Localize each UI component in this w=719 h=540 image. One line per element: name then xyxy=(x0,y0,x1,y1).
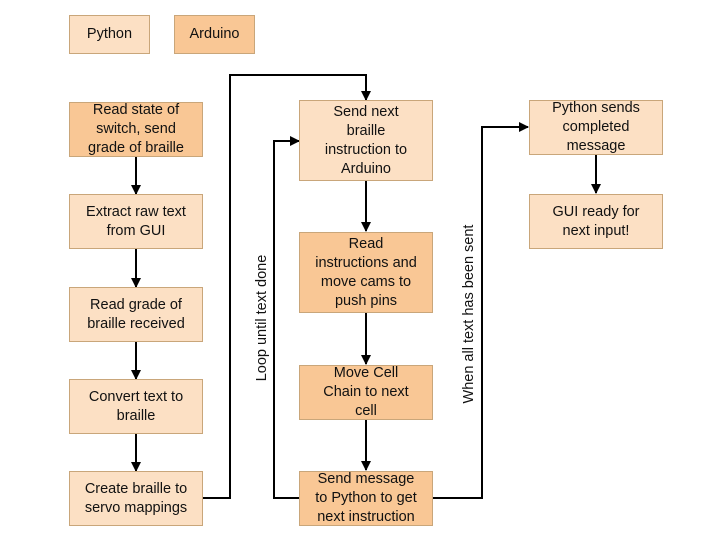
legend-python: Python xyxy=(69,15,150,54)
node-create-mappings: Create braille to servo mappings xyxy=(69,471,203,526)
arrow-create-to-send-instruction xyxy=(203,74,371,499)
label-all-sent: When all text has been sent xyxy=(461,224,477,404)
node-extract-text: Extract raw text from GUI xyxy=(69,194,203,249)
node-read-instructions: Read instructions and move cams to push … xyxy=(299,232,433,313)
node-gui-ready: GUI ready for next input! xyxy=(529,194,663,249)
arrow-all-sent xyxy=(433,122,529,499)
label-loop: Loop until text done xyxy=(254,254,270,382)
node-read-grade: Read grade of braille received xyxy=(69,287,203,342)
arrow-loop-back xyxy=(273,136,300,499)
node-move-cell: Move Cell Chain to next cell xyxy=(299,365,433,420)
node-send-message: Send message to Python to get next instr… xyxy=(299,471,433,526)
node-convert-text: Convert text to braille xyxy=(69,379,203,434)
legend-arduino: Arduino xyxy=(174,15,255,54)
node-read-switch: Read state of switch, send grade of brai… xyxy=(69,102,203,157)
node-python-sends: Python sends completed message xyxy=(529,100,663,155)
node-send-instruction: Send next braille instruction to Arduino xyxy=(299,100,433,181)
